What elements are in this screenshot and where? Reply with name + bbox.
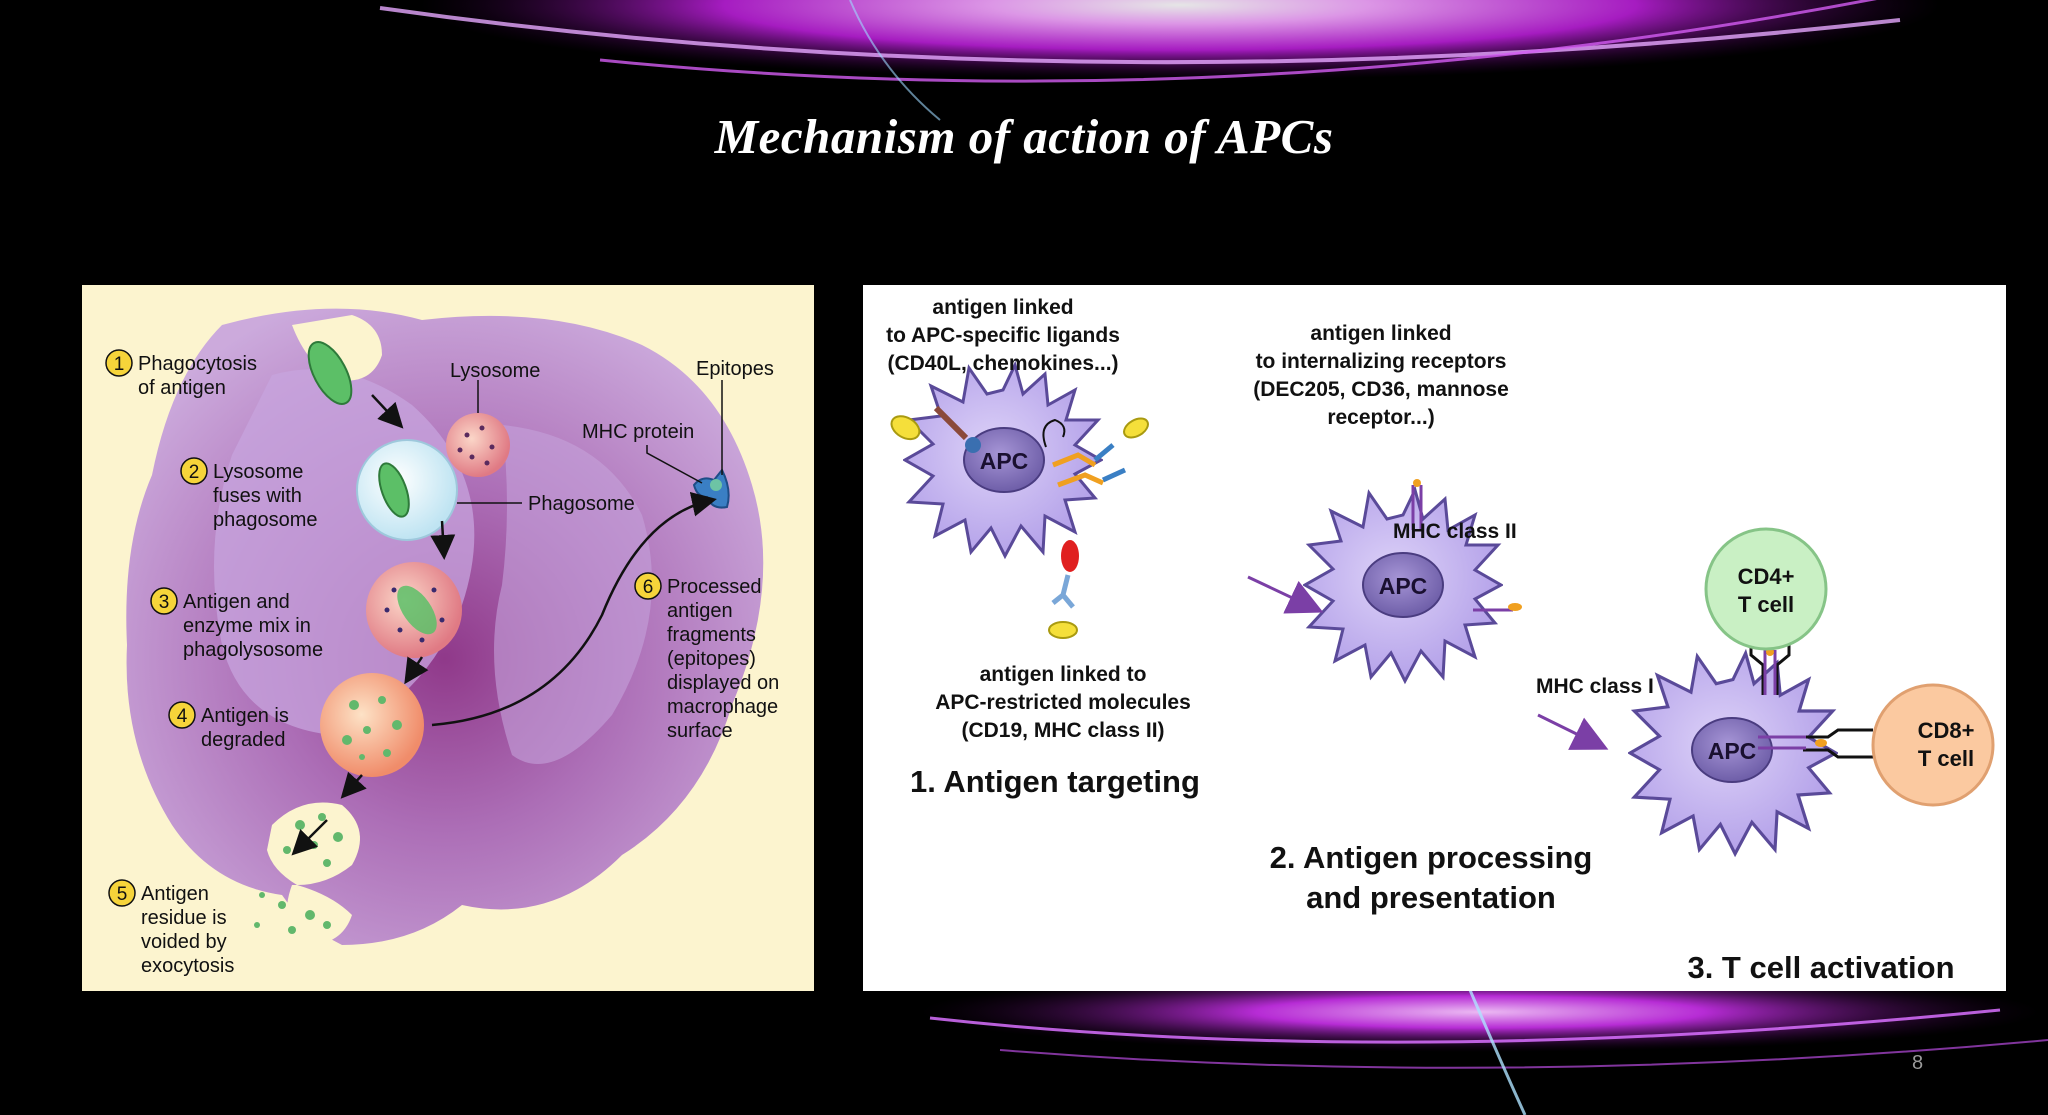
apc-activation-diagram: APC APC APC [863, 285, 2006, 991]
step-text-line: fuses with [213, 485, 302, 507]
label-line: antigen linked [932, 296, 1073, 319]
bottom-glow-swirl [920, 972, 2048, 1115]
cd8-label-line1: CD8+ [1918, 718, 1975, 743]
step-text-line: phagosome [213, 509, 318, 531]
step-text-line: voided by [141, 931, 227, 953]
label-line: (DEC205, CD36, mannose [1253, 378, 1509, 401]
step-text-line: displayed on [667, 672, 779, 694]
step-text-line: degraded [201, 729, 286, 751]
label-phagosome: Phagosome [528, 493, 635, 515]
cd4-label-line1: CD4+ [1738, 564, 1795, 589]
page-number: 8 [1912, 1052, 1923, 1075]
label-line: to internalizing receptors [1256, 350, 1507, 373]
step-text-line: Antigen is [201, 705, 289, 727]
step-text-line: (epitopes) [667, 648, 756, 670]
step-text-line: surface [667, 720, 733, 742]
step-number: 3 [159, 592, 170, 613]
step-text-line: Lysosome [213, 461, 303, 483]
label-line: antigen linked to [980, 663, 1147, 686]
label-lysosome: Lysosome [450, 360, 540, 382]
stage-2-title-line1: 2. Antigen processing [1270, 840, 1593, 875]
apc-label: APC [1708, 738, 1757, 764]
label-mhc-protein: MHC protein [582, 421, 694, 443]
cd8-label-line2: T cell [1918, 746, 1974, 771]
stage-1-title: 1. Antigen targeting [910, 764, 1200, 799]
apc-label: APC [980, 448, 1029, 474]
label-line: (CD40L, chemokines...) [887, 352, 1118, 375]
phagocytosis-diagram: Lysosome Epitopes MHC protein Phagosome … [82, 285, 814, 991]
stage-3-title: 3. T cell activation [1687, 950, 1954, 985]
step-text-line: Processed [667, 576, 762, 598]
label-mhc-class-ii: MHC class II [1393, 520, 1517, 543]
label-line: receptor...) [1327, 406, 1434, 429]
step-text-line: Antigen and [183, 591, 290, 613]
step-text-line: macrophage [667, 696, 778, 718]
step-number: 2 [189, 462, 200, 483]
step-text-line: exocytosis [141, 955, 234, 977]
cd8-t-cell: CD8+ T cell [1873, 685, 1993, 805]
label-mhc-class-i: MHC class I [1536, 675, 1654, 698]
step-text-line: enzyme mix in [183, 615, 311, 637]
step-number: 1 [114, 354, 125, 375]
step-text-line: Antigen [141, 883, 209, 905]
slide-title: Mechanism of action of APCs [0, 108, 2048, 165]
step-number: 4 [177, 706, 188, 727]
step-number: 5 [117, 884, 128, 905]
label-line: APC-restricted molecules [935, 691, 1191, 714]
label-epitopes: Epitopes [696, 358, 774, 380]
top-glow-swirl [380, 0, 1940, 120]
cd4-t-cell: CD4+ T cell [1706, 529, 1826, 649]
apc-label: APC [1379, 573, 1428, 599]
step-text-line: fragments [667, 624, 756, 646]
step-number: 6 [643, 577, 654, 598]
degradation-vesicle [320, 673, 424, 777]
label-line: antigen linked [1310, 322, 1451, 345]
label-line: to APC-specific ligands [886, 324, 1120, 347]
label-line: (CD19, MHC class II) [961, 719, 1164, 742]
step-text-line: antigen [667, 600, 733, 622]
cd4-label-line2: T cell [1738, 592, 1794, 617]
step-text-line: of antigen [138, 377, 226, 399]
phagolysosome [366, 562, 462, 658]
step-text-line: residue is [141, 907, 227, 929]
stage-2-title-line2: and presentation [1306, 880, 1556, 915]
lysosome [446, 413, 510, 477]
step-text-line: Phagocytosis [138, 353, 257, 375]
step-text-line: phagolysosome [183, 639, 323, 661]
